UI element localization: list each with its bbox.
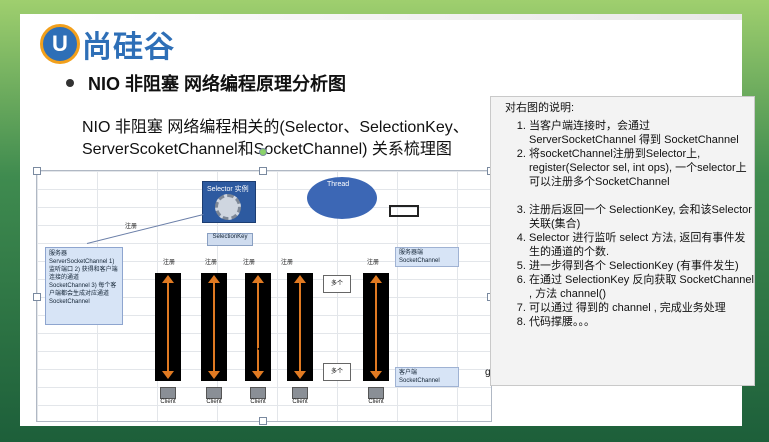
logo: U 尚硅谷: [40, 22, 175, 66]
list-item: Selector 进行监听 select 方法, 返回有事件发生的通道的个数.: [529, 231, 754, 259]
resize-handle[interactable]: [33, 293, 41, 301]
client-node: Client: [289, 387, 311, 405]
channel-bar: [245, 273, 271, 381]
outline-rectangle: [389, 205, 419, 217]
list-item: 代码撑腰。。。: [529, 315, 754, 329]
list-item: 注册后返回一个 SelectionKey, 会和该Selector 关联(集合): [529, 203, 754, 231]
arrow-down-icon: [252, 371, 264, 379]
slide-title: NIO 非阻塞 网络编程原理分析图: [88, 74, 347, 94]
client-label: Client: [160, 399, 176, 405]
register-label: 注册: [125, 224, 138, 230]
client-label: Client: [292, 399, 308, 405]
selector-label: Selector 实例: [207, 186, 249, 193]
gear-icon: [215, 194, 241, 220]
register-label: 注册: [281, 260, 294, 266]
list-item: 将socketChannel注册到Selector上, register(Sel…: [529, 147, 754, 189]
slide-header-stripe: [20, 14, 742, 20]
many-label: 多个: [323, 275, 351, 293]
explanation-panel: 对右图的说明: 当客户端连接时，会通过ServerSocketChannel 得…: [490, 96, 755, 386]
diagram-image[interactable]: Selector 实例 Thread SelectionKey 注册 服务器 S…: [36, 170, 496, 422]
client-node: Client: [247, 387, 269, 405]
explanation-list: 当客户端连接时，会通过ServerSocketChannel 得到 Socket…: [491, 119, 754, 329]
computer-icon: [292, 387, 308, 399]
arrow-down-icon: [208, 371, 220, 379]
arrow-up-icon: [370, 275, 382, 283]
register-label: 注册: [205, 260, 218, 266]
panel-heading: 对右图的说明:: [505, 102, 575, 114]
bullet-icon: [66, 79, 74, 87]
list-item: 进一步得到各个 SelectionKey (有事件发生): [529, 259, 754, 273]
selection-key-box: SelectionKey: [207, 233, 253, 246]
arrow-up-icon: [294, 275, 306, 283]
register-label: 注册: [163, 260, 176, 266]
computer-icon: [206, 387, 222, 399]
channel-bar: [287, 273, 313, 381]
logo-text: 尚硅谷: [82, 31, 175, 64]
computer-icon: [368, 387, 384, 399]
many-label: 多个: [323, 363, 351, 381]
client-label: Client: [250, 399, 266, 405]
arrow-down-icon: [162, 371, 174, 379]
thread-label: Thread: [327, 181, 350, 188]
arrow-up-icon: [208, 275, 220, 283]
client-label: Client: [368, 399, 384, 405]
server-socket-tag: 服务器端 SocketChannel: [395, 247, 459, 267]
arrow-down-icon: [370, 371, 382, 379]
logo-mark: U: [40, 24, 80, 64]
thread-ellipse: Thread: [307, 177, 377, 219]
computer-icon: [160, 387, 176, 399]
move-cursor-icon: ✥: [257, 341, 269, 357]
client-node: Client: [365, 387, 387, 405]
list-item: 在通过 SelectionKey 反向获取 SocketChannel , 方法…: [529, 273, 754, 301]
rotate-handle[interactable]: [259, 148, 267, 156]
resize-handle[interactable]: [259, 417, 267, 425]
list-item: 当客户端连接时，会通过ServerSocketChannel 得到 Socket…: [529, 119, 754, 147]
client-socket-tag: 客户端 SocketChannel: [395, 367, 459, 387]
client-node: Client: [203, 387, 225, 405]
list-item: 可以通过 得到的 channel , 完成业务处理: [529, 301, 754, 315]
slide-subtitle: NIO 非阻塞 网络编程相关的(Selector、SelectionKey、Se…: [82, 119, 469, 158]
channel-bar: [155, 273, 181, 381]
selector-box: Selector 实例: [202, 181, 256, 223]
client-node: Client: [157, 387, 179, 405]
resize-handle[interactable]: [259, 167, 267, 175]
register-label: 注册: [367, 260, 380, 266]
client-label: Client: [206, 399, 222, 405]
register-label: 注册: [243, 260, 256, 266]
computer-icon: [250, 387, 266, 399]
channel-bar: [201, 273, 227, 381]
server-note: 服务器 ServerSocketChannel 1) 监听端口 2) 获得和客户…: [45, 247, 123, 325]
arrow-down-icon: [294, 371, 306, 379]
resize-handle[interactable]: [33, 167, 41, 175]
channel-bar: [363, 273, 389, 381]
arrow-up-icon: [252, 275, 264, 283]
title-row: NIO 非阻塞 网络编程原理分析图: [66, 70, 346, 96]
arrow-up-icon: [162, 275, 174, 283]
